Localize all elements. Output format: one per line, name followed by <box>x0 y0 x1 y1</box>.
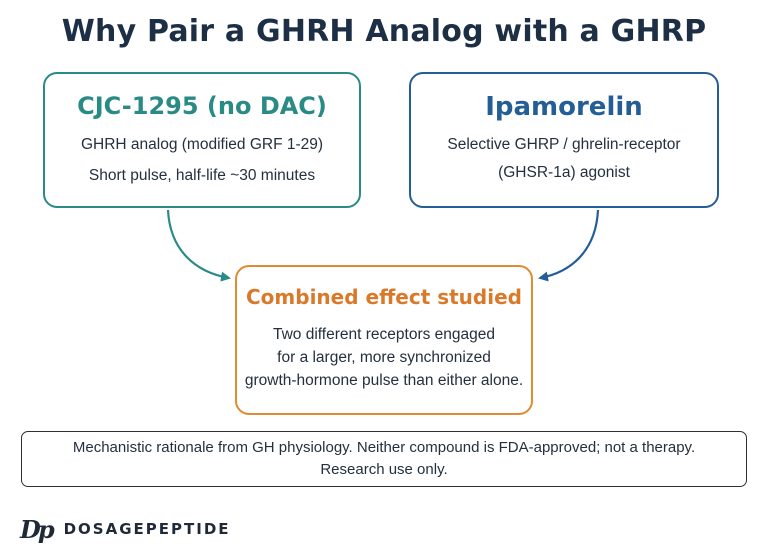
disclaimer-line-1: Mechanistic rationale from GH physiology… <box>72 439 696 456</box>
left-to-middle-arrow <box>166 209 231 282</box>
cjc1295-box: CJC-1295 (no DAC) GHRH analog (modified … <box>43 72 361 208</box>
page-title: Why Pair a GHRH Analog with a GHRP <box>61 14 707 49</box>
brand-name: DOSAGEPEPTIDE <box>63 520 231 538</box>
brand-logo: Dp <box>20 514 55 544</box>
cjc1295-title: CJC-1295 (no DAC) <box>77 92 327 120</box>
ipamorelin-title: Ipamorelin <box>485 92 643 122</box>
combined-effect-line-3: growth-hormone pulse than either alone. <box>244 372 524 389</box>
brand-footer: Dp DOSAGEPEPTIDE <box>20 512 231 546</box>
right-to-middle-arrow <box>538 209 600 282</box>
combined-effect-line-2: for a larger, more synchronized <box>277 349 491 366</box>
ipamorelin-box: Ipamorelin Selective GHRP / ghrelin-rece… <box>409 72 719 208</box>
disclaimer-line-2: Research use only. <box>320 461 448 478</box>
combined-effect-title: Combined effect studied <box>246 285 522 309</box>
combined-effect-box: Combined effect studied Two different re… <box>235 265 533 415</box>
ipamorelin-line-2: (GHSR-1a) agonist <box>498 164 630 181</box>
cjc1295-line-2: Short pulse, half-life ~30 minutes <box>88 167 316 184</box>
combined-effect-line-1: Two different receptors engaged <box>272 326 496 343</box>
disclaimer-note: Mechanistic rationale from GH physiology… <box>21 431 747 487</box>
cjc1295-line-1: GHRH analog (modified GRF 1-29) <box>80 136 324 153</box>
ipamorelin-line-1: Selective GHRP / ghrelin-receptor <box>447 136 681 153</box>
